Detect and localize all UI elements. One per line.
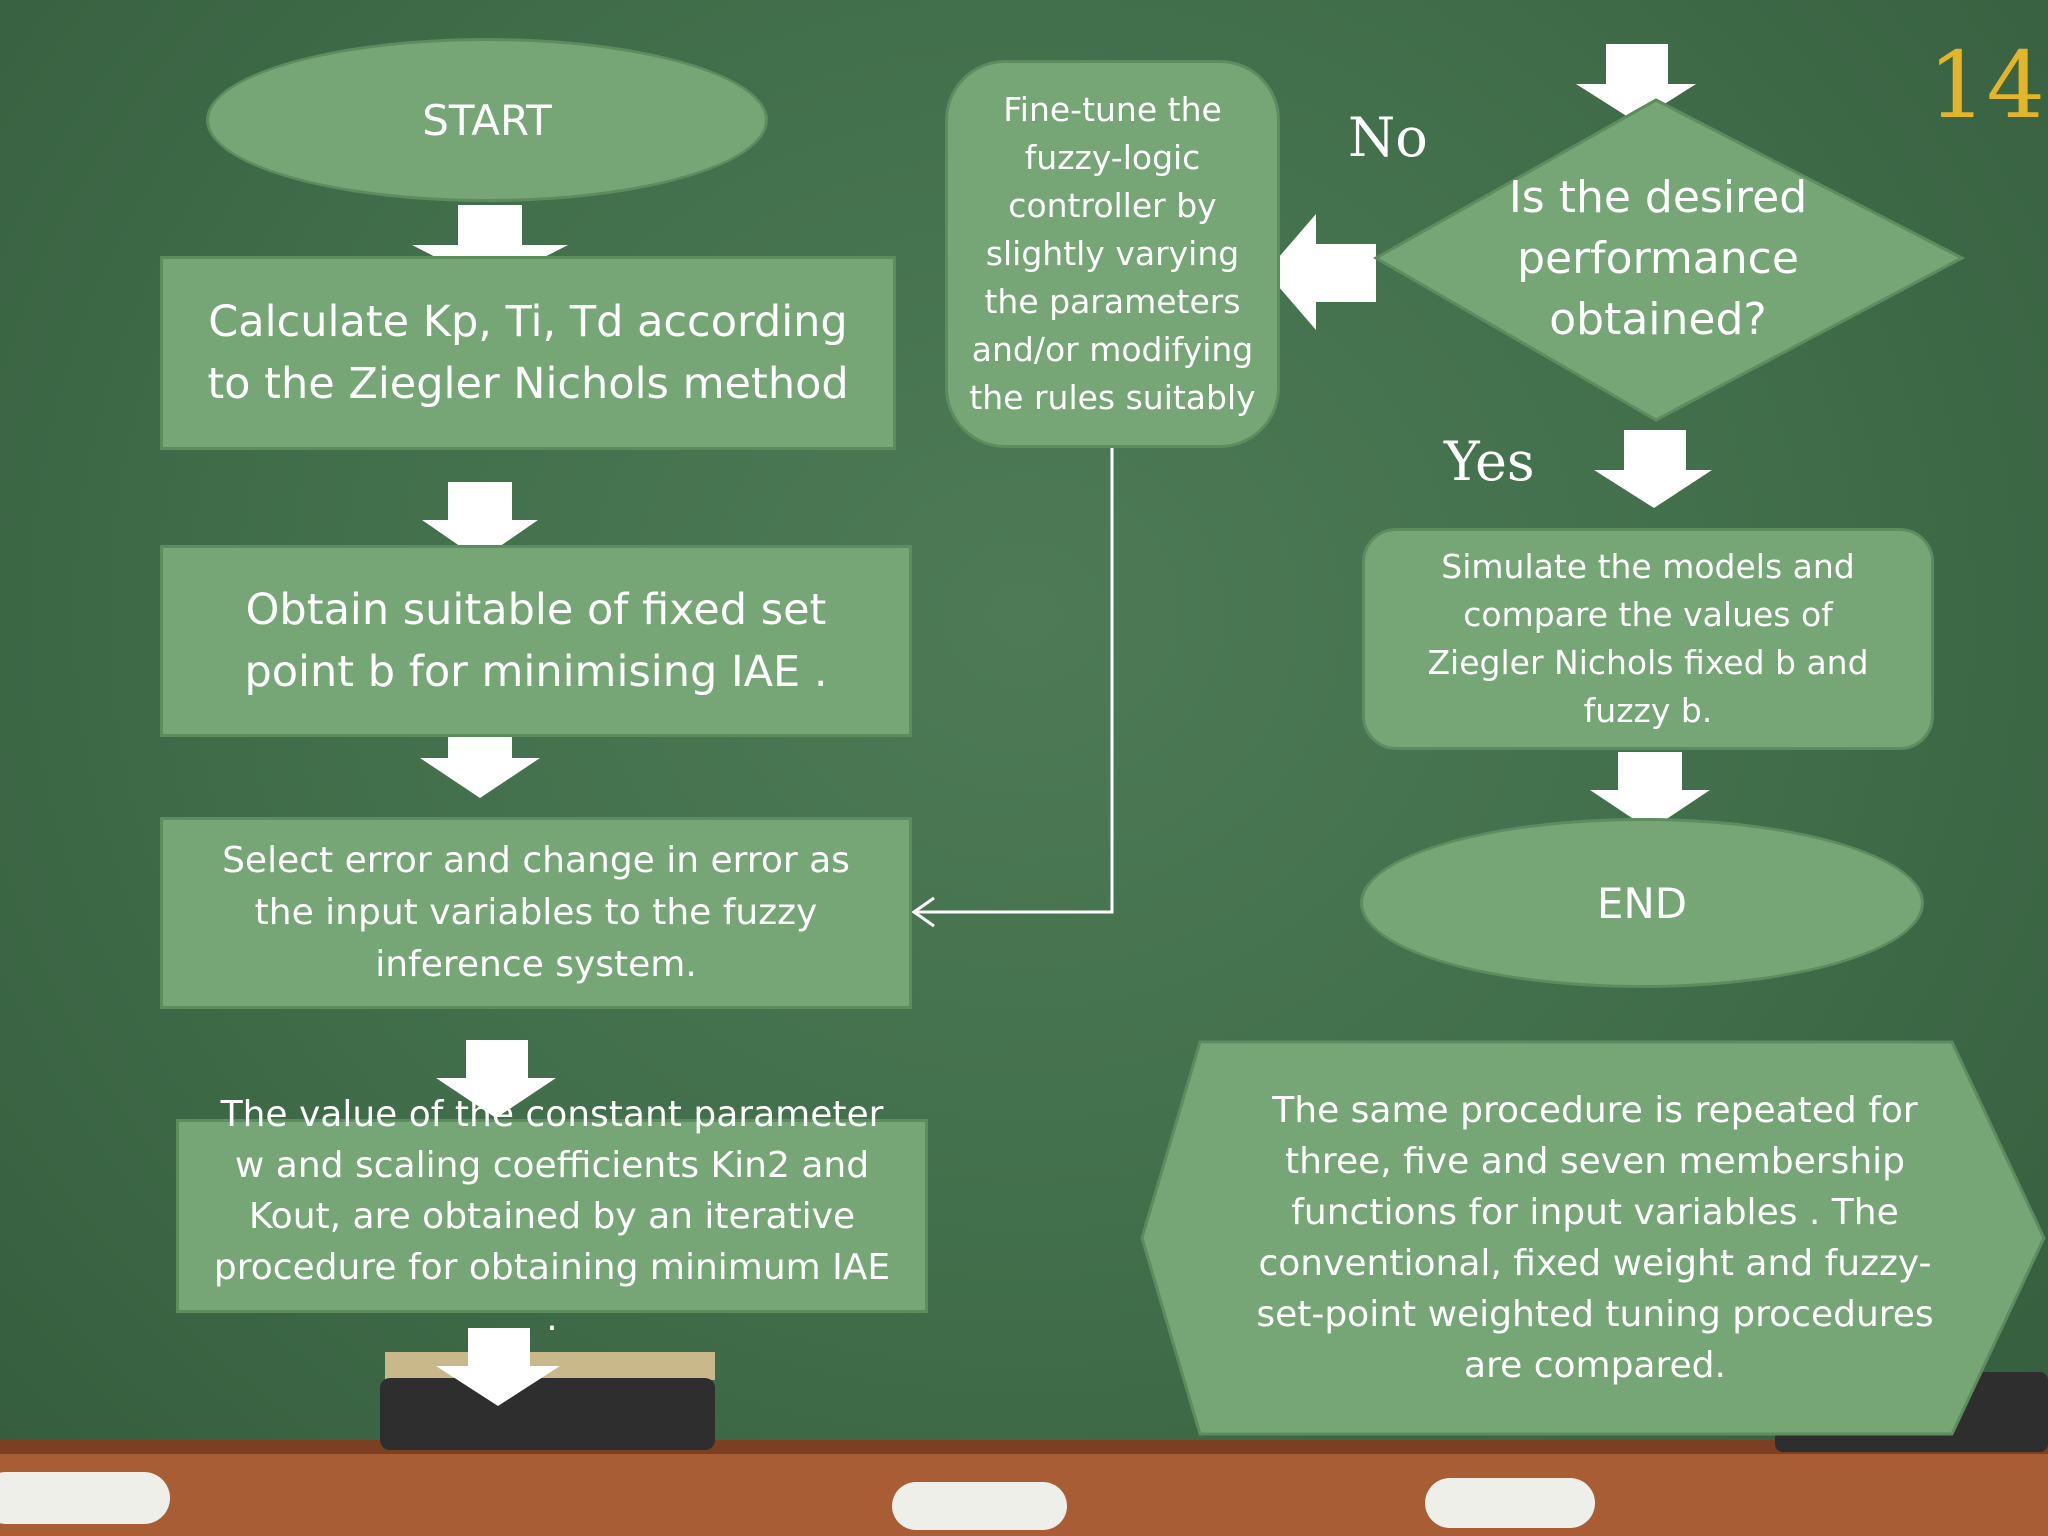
decision-diamond — [1372, 98, 1966, 422]
chalk-piece — [892, 1482, 1067, 1530]
select-inputs-label: Select error and change in error as the … — [222, 840, 850, 985]
end-label: END — [1596, 878, 1688, 928]
calculate-label: Calculate Kp, Ti, Td according to the Zi… — [207, 297, 849, 409]
iterate-label: The value of the constant parameter w an… — [213, 1093, 891, 1339]
down-arrow-icon — [1590, 752, 1710, 830]
end-node: END — [1360, 818, 1924, 988]
simulate-label: Simulate the models and compare the valu… — [1427, 547, 1869, 730]
chalk-tray-edge — [0, 1440, 2048, 1454]
decision-label: Is the desired performance obtained? — [1508, 171, 1808, 345]
feedback-connector — [916, 448, 1114, 914]
fine-tune-node: Fine-tune the fuzzy-logic controller by … — [945, 60, 1280, 448]
down-arrow-icon — [1594, 430, 1712, 508]
select-inputs-node: Select error and change in error as the … — [160, 817, 912, 1009]
left-arrow-icon — [1266, 214, 1376, 330]
chalk-piece — [1425, 1478, 1595, 1528]
obtain-setpoint-label: Obtain suitable of fixed set point b for… — [244, 585, 828, 697]
down-arrow-icon — [420, 722, 540, 798]
no-label: No — [1348, 106, 1428, 169]
start-node: START — [206, 38, 768, 202]
repeat-hexagon — [1140, 1040, 2046, 1436]
eraser-body — [380, 1378, 715, 1450]
yes-label: Yes — [1444, 430, 1535, 493]
down-arrow-icon — [1576, 44, 1696, 122]
obtain-setpoint-node: Obtain suitable of fixed set point b for… — [160, 545, 912, 737]
iterate-node: The value of the constant parameter w an… — [176, 1094, 928, 1339]
down-arrow-icon — [422, 482, 538, 560]
chalk-piece — [0, 1472, 170, 1524]
feedback-arrowhead — [911, 896, 935, 928]
down-arrow-icon — [436, 1040, 556, 1118]
slide-number: 14 — [1928, 32, 2046, 139]
down-arrow-icon — [436, 1328, 560, 1406]
start-label: START — [422, 95, 552, 145]
repeat-label: The same procedure is repeated for three… — [1256, 1090, 1934, 1386]
fine-tune-label: Fine-tune the fuzzy-logic controller by … — [969, 90, 1256, 417]
simulate-node: Simulate the models and compare the valu… — [1362, 528, 1934, 750]
calculate-node: Calculate Kp, Ti, Td according to the Zi… — [160, 256, 896, 450]
